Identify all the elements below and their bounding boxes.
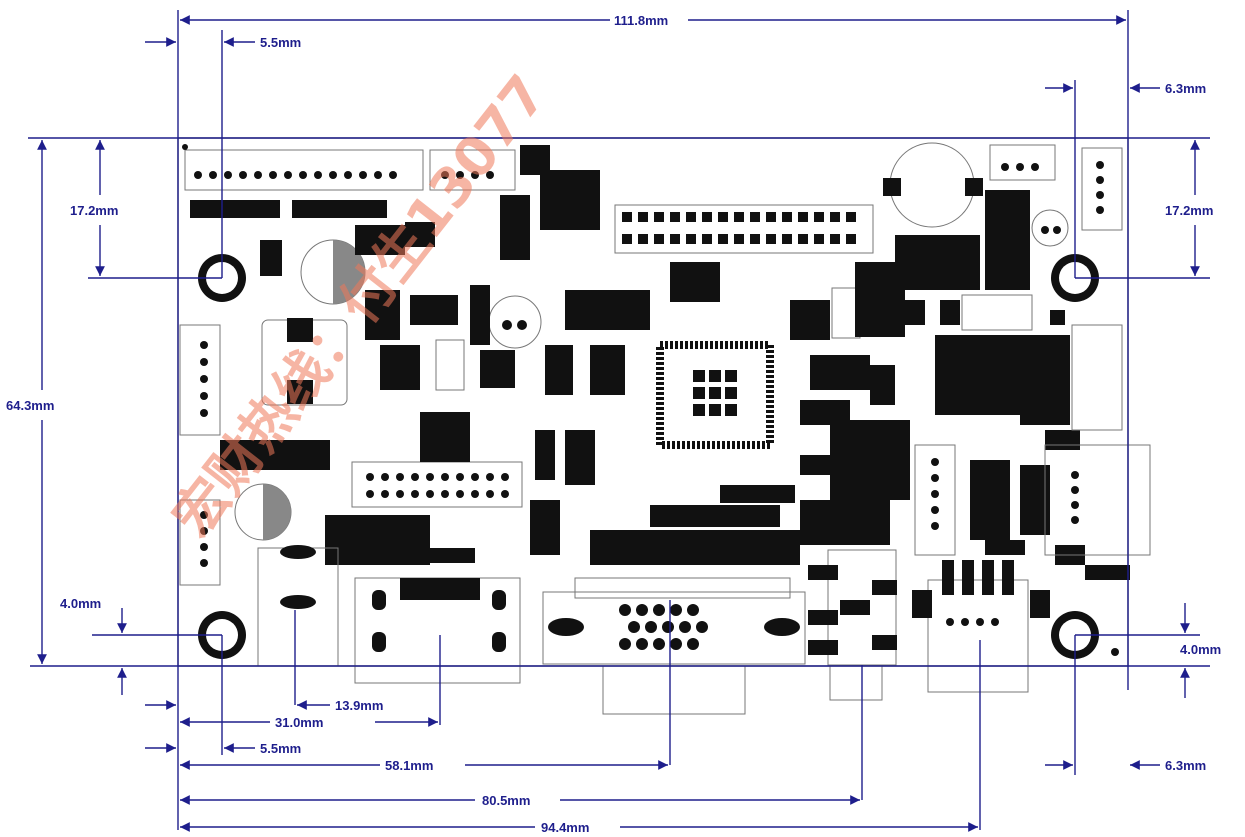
label-80-5: 80.5mm xyxy=(482,793,530,808)
label-left-hole-height: 17.2mm xyxy=(70,203,118,218)
vga-connector xyxy=(542,577,806,715)
label-right-hole-height: 17.2mm xyxy=(1165,203,1213,218)
label-overall-width: 111.8mm xyxy=(614,13,668,28)
label-top-left-offset: 5.5mm xyxy=(260,35,301,50)
connector-pins-1 xyxy=(194,171,397,179)
label-top-right-offset: 6.3mm xyxy=(1165,81,1206,96)
label-bottom-right-hole: 6.3mm xyxy=(1165,758,1206,773)
label-left-bottom-offset: 4.0mm xyxy=(60,596,101,611)
smd-components xyxy=(190,145,1130,580)
pcb-board xyxy=(177,137,1151,715)
top-right-connector xyxy=(989,144,1056,181)
label-94-4: 94.4mm xyxy=(541,820,589,835)
label-right-bottom-offset: 4.0mm xyxy=(1180,642,1221,657)
dc-jack xyxy=(257,545,339,667)
small-connector xyxy=(429,149,516,191)
dimension-lines xyxy=(28,10,1210,832)
label-bottom-left-hole: 5.5mm xyxy=(260,741,301,756)
label-58-1: 58.1mm xyxy=(385,758,433,773)
label-31-0: 31.0mm xyxy=(275,715,323,730)
top-left-connector xyxy=(184,149,424,191)
main-chip xyxy=(656,341,774,449)
pin-header-pins xyxy=(622,212,856,244)
hdmi-connector xyxy=(354,577,521,684)
usb-connector xyxy=(912,560,1050,693)
dimension-labels: 111.8mm 5.5mm 6.3mm 17.2mm 17.2mm 64.3mm… xyxy=(6,13,1221,835)
label-overall-height: 64.3mm xyxy=(6,398,54,413)
label-13-9: 13.9mm xyxy=(335,698,383,713)
pin-header xyxy=(614,204,874,254)
